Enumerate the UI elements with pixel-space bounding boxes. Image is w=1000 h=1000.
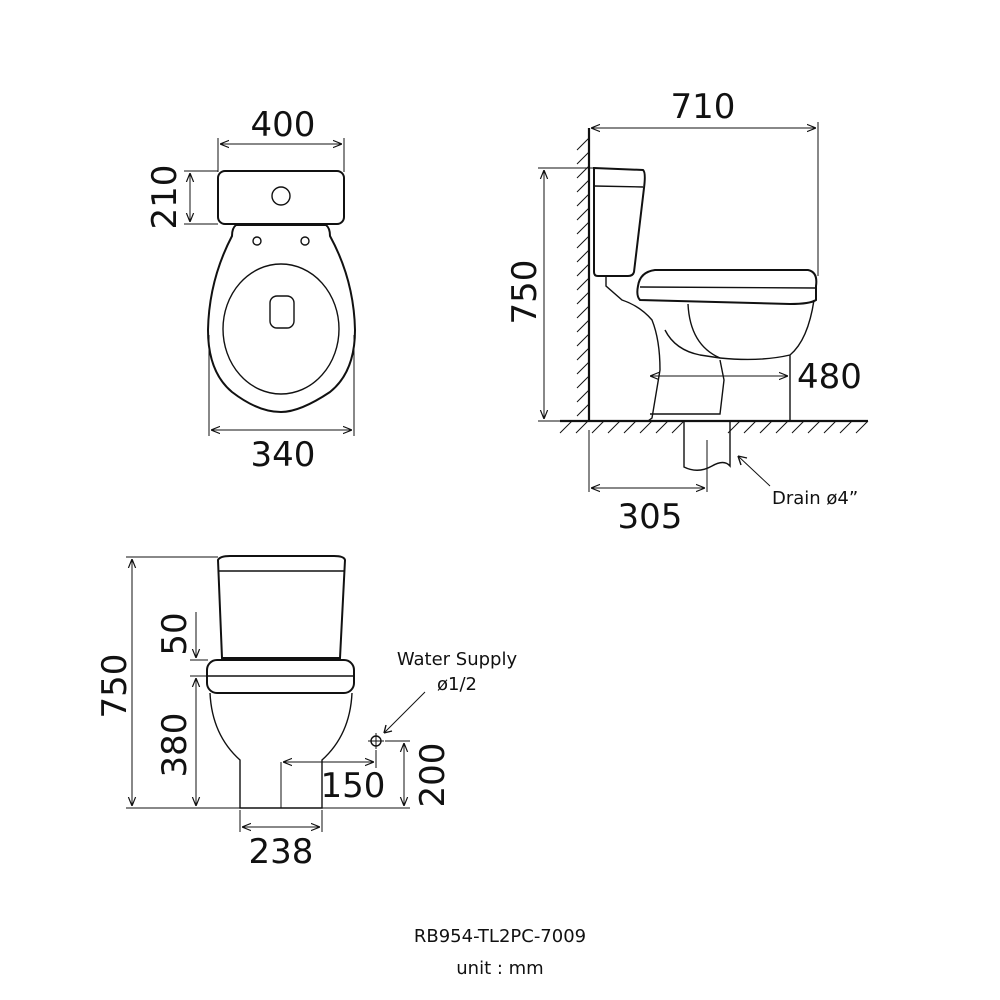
drain-label: Drain ø4” [772, 488, 858, 509]
dim-380: 380 [155, 713, 195, 778]
dim-400: 400 [251, 105, 316, 145]
dim-750-side: 750 [505, 260, 545, 325]
tank-top [217, 170, 345, 225]
water-supply-size: ø1/2 [437, 674, 477, 695]
dim-340: 340 [251, 435, 316, 475]
water-supply-label: Water Supply [397, 649, 518, 670]
dim-480: 480 [797, 357, 862, 397]
floor-hatching [559, 420, 869, 434]
dim-50: 50 [155, 612, 195, 655]
tank-front [216, 555, 347, 659]
tank-side [593, 166, 646, 277]
side-view: 750 710 480 Drain ø4” 305 [505, 87, 869, 537]
bowl-top [206, 224, 357, 414]
dim-238: 238 [249, 832, 314, 872]
wall-hatching [576, 137, 590, 417]
front-view: 750 50 380 Water Supply ø1/2 150 200 238 [95, 555, 518, 872]
unit-label: unit : mm [456, 958, 543, 979]
dim-150: 150 [321, 766, 386, 806]
drain-pipe [683, 421, 731, 471]
dim-750-front: 750 [95, 654, 135, 719]
dim-305: 305 [618, 497, 683, 537]
model-number: RB954-TL2PC-7009 [414, 926, 586, 947]
top-view: 400 210 340 [145, 105, 357, 475]
dim-210: 210 [145, 165, 185, 230]
dim-200: 200 [413, 743, 453, 808]
dim-710: 710 [671, 87, 736, 127]
bowl-side [605, 276, 815, 422]
